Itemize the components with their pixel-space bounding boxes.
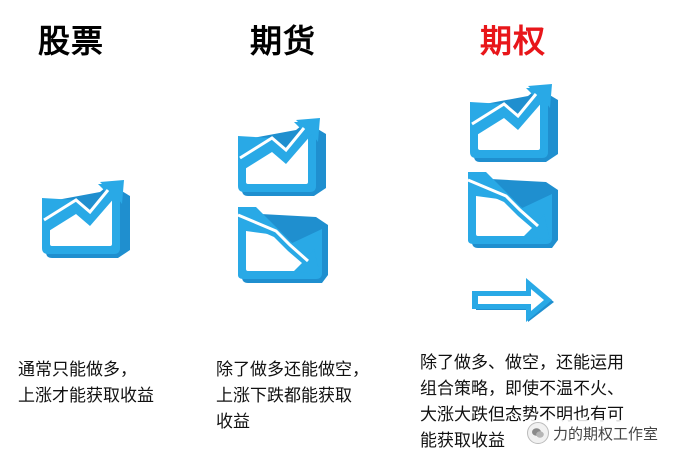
description-line: 上涨下跌都能获取 xyxy=(216,386,352,406)
description-line: 收益 xyxy=(216,412,250,432)
description-line: 组合策略，即使不温不火、 xyxy=(420,379,624,399)
description-line: 通常只能做多， xyxy=(18,360,137,380)
wechat-icon xyxy=(527,422,549,444)
watermark-text: 力的期权工作室 xyxy=(553,424,659,443)
options-description: 除了做多、做空，还能运用 组合策略，即使不温不火、 大涨大跌但态势不明也有可 能… xyxy=(420,350,624,454)
stocks-description: 通常只能做多， 上涨才能获取收益 xyxy=(18,357,154,409)
chart-up-icon xyxy=(236,118,328,198)
description-line: 除了做多还能做空， xyxy=(216,360,369,380)
description-line: 上涨才能获取收益 xyxy=(18,386,154,406)
chart-up-icon xyxy=(40,180,132,260)
description-line: 能获取收益 xyxy=(420,431,505,451)
description-line: 除了做多、做空，还能运用 xyxy=(420,353,624,373)
watermark: 力的期权工作室 xyxy=(525,420,663,446)
column-title-stocks: 股票 xyxy=(38,22,105,60)
arrow-right-icon xyxy=(472,278,554,322)
chart-up-icon xyxy=(468,84,560,164)
chart-down-icon xyxy=(236,205,330,285)
futures-description: 除了做多还能做空， 上涨下跌都能获取 收益 xyxy=(216,357,369,435)
chart-down-icon xyxy=(466,170,560,250)
column-title-options: 期权 xyxy=(480,22,547,60)
column-title-futures: 期货 xyxy=(250,22,317,60)
